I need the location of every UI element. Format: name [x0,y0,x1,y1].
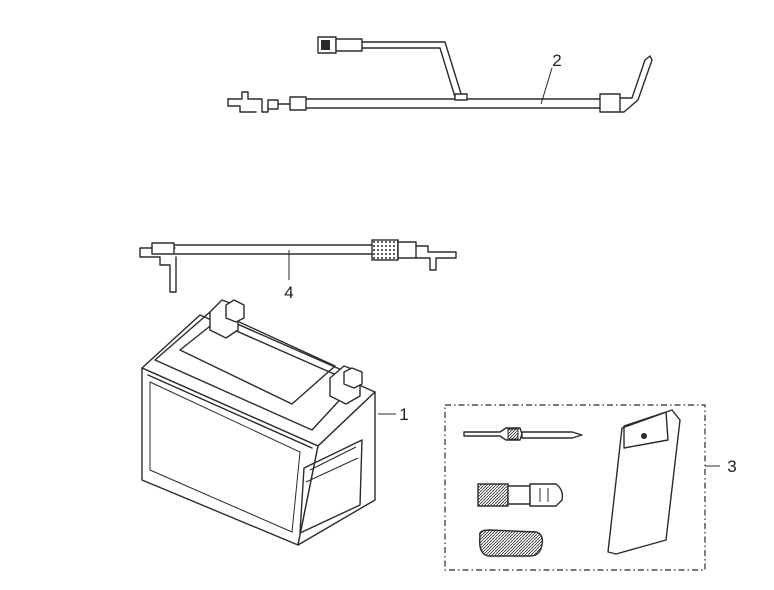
battery-cable-lower [139,239,457,293]
callout-leaders [288,67,720,467]
callout-part-2: 2 [552,51,561,70]
callout-part-1: 1 [399,405,408,424]
tool-kit [444,404,706,571]
callout-part-3: 3 [727,457,736,476]
screwdriver [463,427,583,441]
tool-bag [607,409,681,555]
callout-part-4: 4 [284,283,293,302]
battery [141,299,376,546]
spark-plug-wrench [477,483,564,507]
battery-cable-upper [227,36,653,113]
tool-kit-boundary [444,404,706,571]
rag [478,529,544,557]
